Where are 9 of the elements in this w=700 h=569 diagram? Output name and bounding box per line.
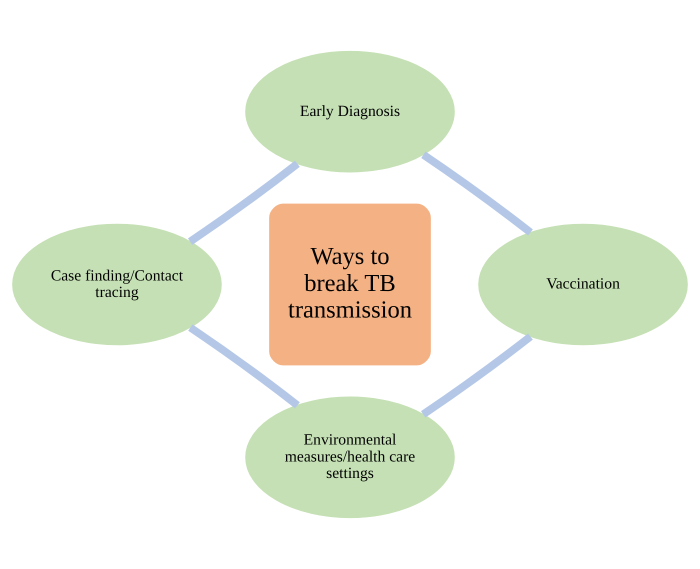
connector [421,152,533,236]
node-box: Ways to break TB transmission [269,204,431,366]
node-ellipse: Early Diagnosis [245,50,455,172]
node-ellipse: Environmental measures/health care settings [245,396,455,518]
connector [188,324,300,408]
node-ellipse: Vaccination [478,224,688,346]
node-ellipse: Case finding/Contact tracing [12,224,222,346]
connector [188,160,300,245]
connector [421,333,533,418]
